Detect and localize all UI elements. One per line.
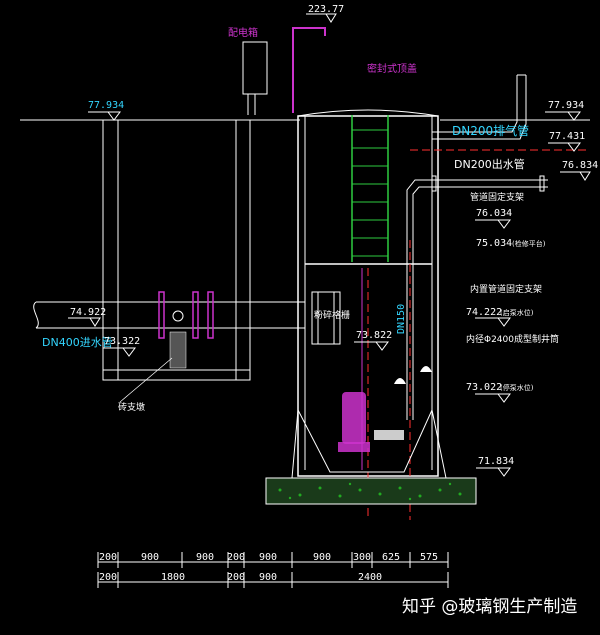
dimension-value: 575 (420, 552, 438, 563)
brick-pedestal (169, 331, 187, 369)
discharge-elevation: 77.431 (549, 131, 585, 142)
dimension-value: 900 (259, 572, 277, 583)
vent-pipe (292, 27, 326, 113)
platform-elevation: 75.034 (476, 238, 512, 249)
dimension-value: 200 (99, 572, 117, 583)
start-level-elevation: 74.222 (466, 307, 502, 318)
control-box (242, 41, 268, 95)
pedestal-leader (119, 357, 173, 403)
base-gravel (278, 482, 462, 501)
dimension-value: 1800 (161, 572, 185, 583)
watermark-text: 知乎 @玻璃钢生产制造 (402, 597, 578, 617)
dimension-value: 625 (382, 552, 400, 563)
stop-level-note: (停泵水位) (500, 383, 534, 392)
inlet-bottom-elevation: 73.322 (104, 336, 140, 347)
inlet-elevation: 74.922 (70, 307, 106, 318)
float-switch (420, 366, 432, 372)
start-level-note: (启泵水位) (500, 308, 534, 317)
platform-note: (检修平台) (512, 239, 546, 248)
barrel-label: 内径Φ2400成型制井筒 (466, 333, 559, 345)
dimension-value: 300 (353, 552, 371, 563)
riser-label: DN150 (396, 304, 407, 334)
outlet-pipe-label: DN200出水管 (454, 157, 525, 171)
dimension-value: 2400 (358, 572, 382, 583)
dimension-row-2: 200 1800 200 900 2400 (97, 572, 449, 588)
grinder-grille (311, 291, 341, 345)
inner-support-label: 内置管道固定支架 (470, 283, 542, 295)
elevation-markers (68, 13, 591, 477)
control-box-label: 配电箱 (228, 26, 258, 39)
dimension-value: 900 (196, 552, 214, 563)
ground-elevation-left: 77.934 (88, 100, 124, 111)
ground-elevation-right: 77.934 (548, 100, 584, 111)
watermark: 知乎 @玻璃钢生产制造 (402, 592, 592, 622)
grille-label: 粉碎格栅 (314, 309, 350, 321)
base-elevation: 71.834 (478, 456, 514, 467)
top-elevation-label: 223.77 (308, 4, 344, 15)
float-switch (394, 378, 406, 384)
dimension-value: 900 (141, 552, 159, 563)
inlet-pipe (33, 291, 305, 339)
stop-level-elevation: 73.022 (466, 382, 502, 393)
inlet-pipe-label: DN400进水管 (42, 335, 113, 349)
dimension-row-1: 200 900 900 200 900 900 300 625 575 (97, 552, 449, 568)
submersible-pump (338, 392, 404, 452)
pedestal-label: 砖支墩 (118, 401, 145, 413)
outlet-pipe (406, 175, 548, 420)
sealed-cover-label: 密封式顶盖 (367, 62, 417, 75)
inlet-chamber (102, 119, 251, 381)
ladder (351, 115, 389, 262)
discharge-pipe (432, 74, 527, 140)
concrete-base (265, 477, 477, 505)
sealed-top-cover (297, 109, 439, 117)
dimension-value: 200 (99, 552, 117, 563)
grille-elevation: 73.822 (356, 330, 392, 341)
dimension-value: 200 (227, 552, 245, 563)
dimension-value: 900 (313, 552, 331, 563)
pipe-support-label: 管道固定支架 (470, 191, 524, 203)
dimension-value: 900 (259, 552, 277, 563)
support-elevation: 76.034 (476, 208, 512, 219)
discharge-pipe-label: DN200排气管 (452, 123, 529, 138)
outlet-elevation: 76.834 (562, 160, 598, 171)
dimension-value: 200 (227, 572, 245, 583)
